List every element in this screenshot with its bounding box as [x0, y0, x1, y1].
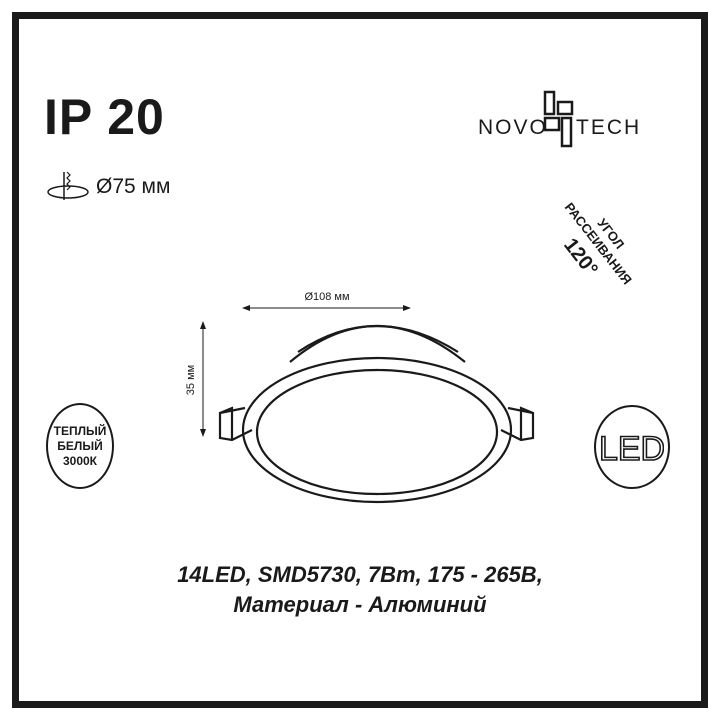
cutout-diameter: Ø75 мм	[96, 175, 171, 198]
logo-left-text: NOVO	[478, 116, 548, 139]
lamp-drawing: Ø108 мм 35 мм	[185, 291, 535, 504]
badge-line2: БЕЛЫЙ	[57, 438, 103, 453]
spec-line-2: Материал - Алюминий	[233, 592, 487, 617]
led-icon: LED	[600, 429, 664, 467]
logo-right-text: TECH	[576, 116, 641, 139]
cutout-hole-icon	[47, 171, 89, 200]
led-badge: LED	[594, 405, 670, 489]
diameter-label: Ø108 мм	[304, 291, 349, 303]
novotech-logo: NOVO TECH	[478, 90, 641, 148]
badge-line1: ТЕПЛЫЙ	[53, 423, 107, 438]
badge-line3: 3000К	[62, 453, 97, 468]
height-label: 35 мм	[185, 365, 197, 395]
color-temperature-badge: ТЕПЛЫЙ БЕЛЫЙ 3000К	[46, 403, 114, 489]
beam-angle-label: УГОЛ РАССЕИВАНИЯ 120°	[559, 200, 635, 288]
led-label: LED	[600, 430, 664, 467]
border-frame	[12, 12, 708, 708]
ip-rating: IP 20	[44, 89, 165, 145]
spec-line-1: 14LED, SMD5730, 7Вm, 175 - 265В,	[177, 562, 543, 587]
